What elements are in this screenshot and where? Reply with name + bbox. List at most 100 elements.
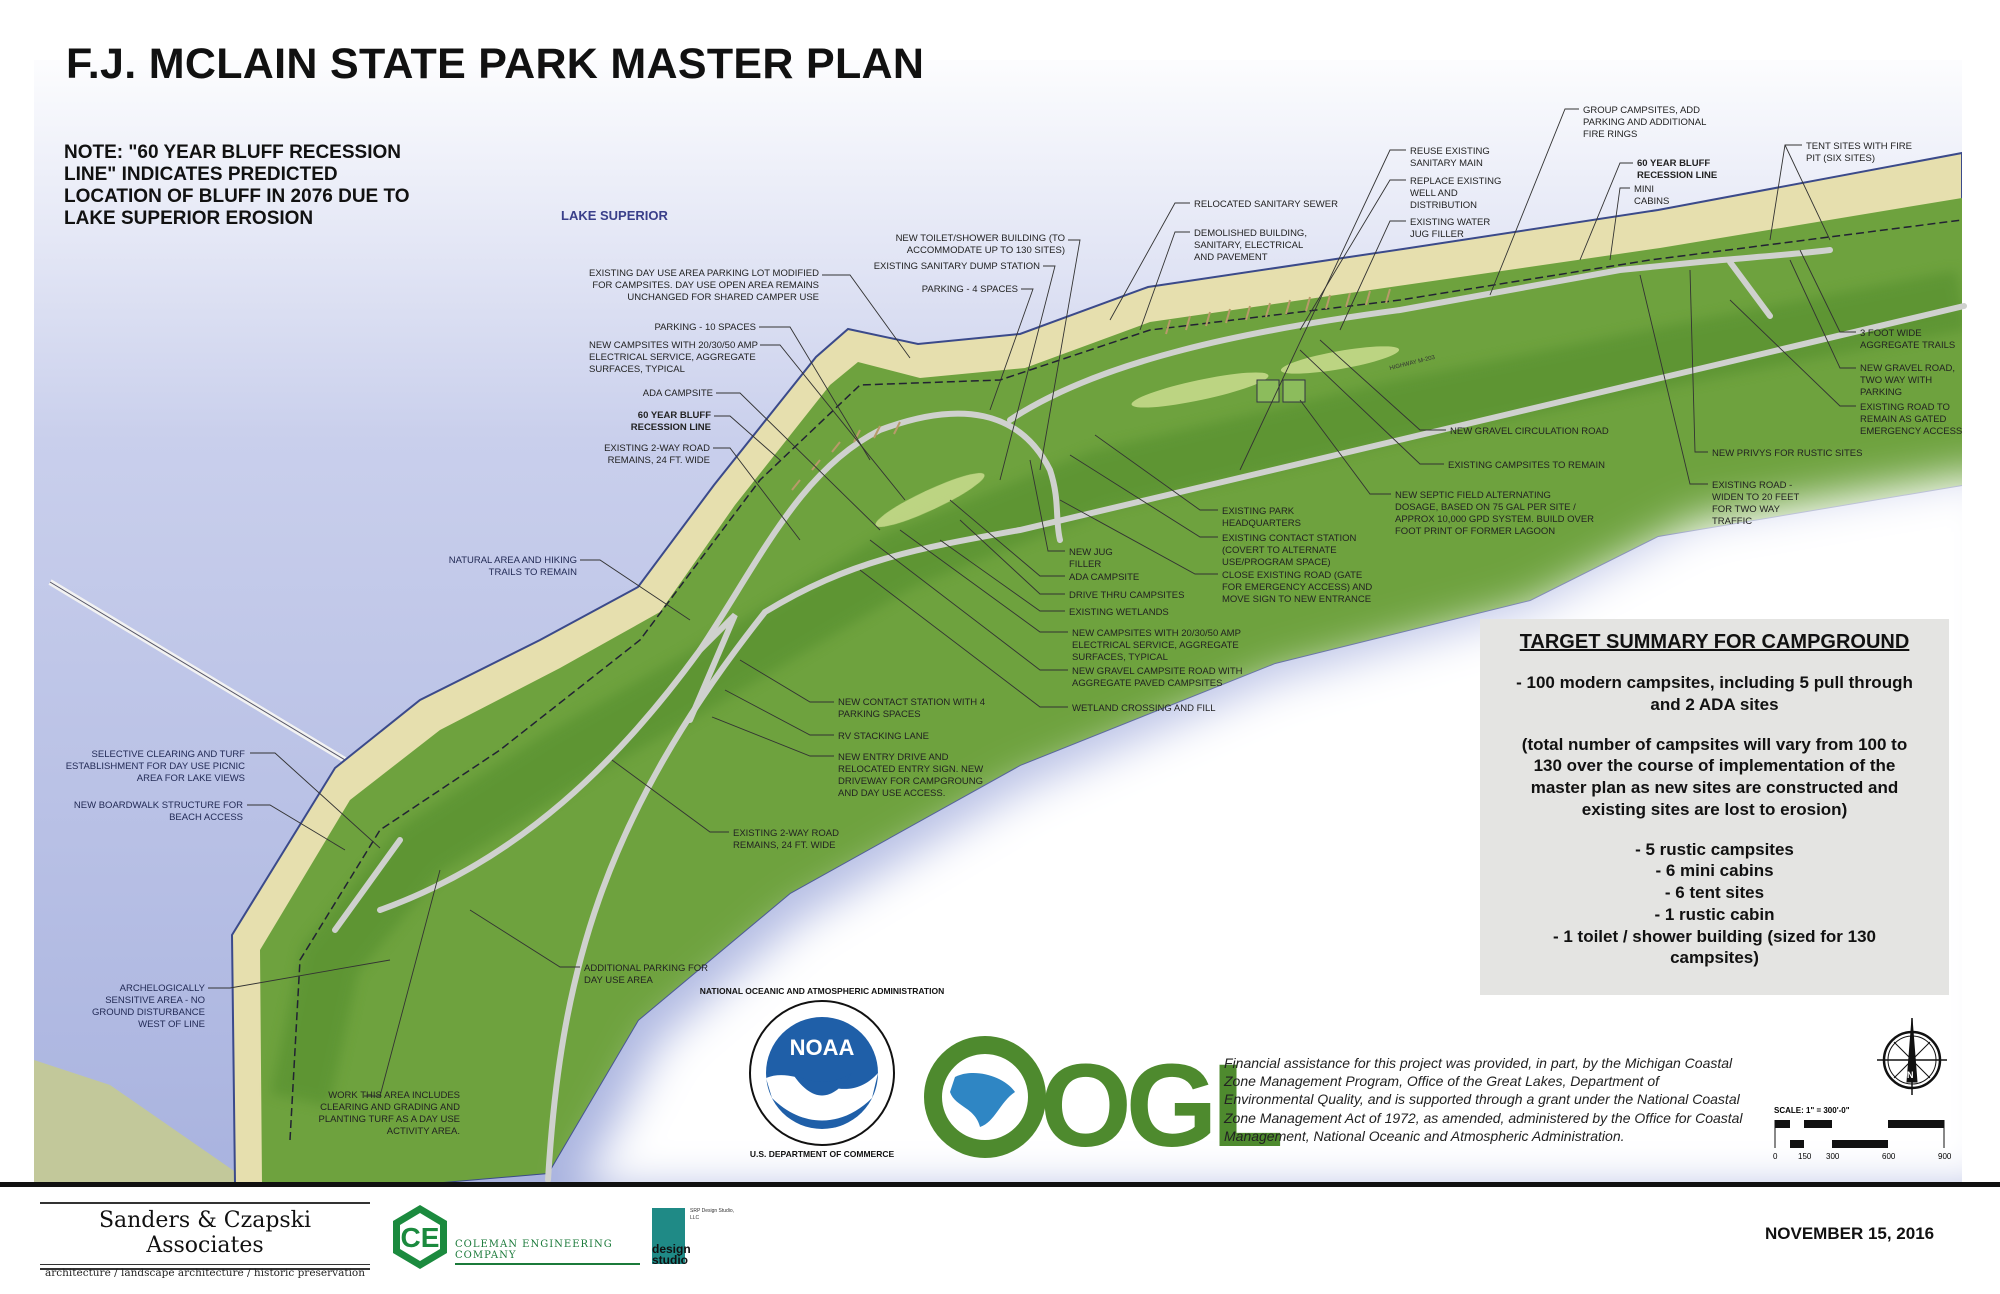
srp-design-studio-logo: design studio: [652, 1208, 691, 1266]
bluff-recession-line: [289, 219, 1963, 1141]
map-label: Natural area and hiking trails to remain: [448, 555, 577, 578]
map-label: New privys for rustic sites: [1712, 448, 1863, 459]
svg-text:CE: CE: [401, 1222, 440, 1253]
summary-item: - 6 tent sites: [1664, 883, 1765, 902]
coleman-engineering-logo: CE: [393, 1205, 447, 1269]
map-label: New entry drive and relocated entry sign…: [838, 752, 984, 799]
map-label: Reuse existing sanitary main: [1410, 146, 1490, 169]
map-label: Existing contact station (covert to alte…: [1222, 533, 1357, 568]
map-label: Existing campsites to remain: [1448, 460, 1605, 471]
map-label: ADA campsite: [642, 388, 713, 399]
sca-name: Sanders & Czapski Associates: [98, 1208, 312, 1258]
map-label: ADA campsite: [1069, 572, 1140, 583]
map-label: Additional parking for day use area: [584, 963, 709, 986]
srp-word: design studio: [652, 1242, 691, 1268]
ogl-logo-text: OGL: [1040, 1040, 1284, 1172]
map-label: Demolished building, sanitary, electrica…: [1194, 228, 1307, 263]
map-label: Existing park headquarters: [1222, 506, 1302, 529]
scale-tick: 0: [1773, 1152, 1778, 1161]
scale-tick: 900: [1938, 1152, 1952, 1161]
scale-bar: [1774, 1120, 1945, 1148]
map-label: Replace existing well and distribution: [1410, 176, 1502, 211]
map-label: New gravel circulation road: [1450, 426, 1609, 437]
noaa-logo: NOAA: [749, 1000, 895, 1146]
summary-item: - 1 toilet / shower building (sized for …: [1552, 926, 1877, 968]
summary-item: - 6 mini cabins: [1655, 861, 1774, 881]
roads: [332, 247, 1967, 1183]
map-label: Close existing road (gate for emergency …: [1222, 570, 1373, 605]
map-label: Drive thru campsites: [1069, 590, 1185, 601]
north-arrow-icon: [1877, 1017, 1947, 1095]
map-label: New contact station with 4 parking space…: [838, 697, 986, 720]
map-label: Existing sanitary dump station: [873, 261, 1040, 272]
map-label: New gravel road, two way with parking: [1860, 363, 1956, 398]
footer-divider: [0, 1182, 2000, 1187]
scale-label: SCALE: 1" = 300'-0": [1774, 1106, 1850, 1115]
map-label: Existing day use area parking lot modifi…: [589, 268, 819, 303]
map-label: Existing water jug filler: [1410, 217, 1491, 240]
map-label: New gravel campsite road with aggregate …: [1072, 666, 1243, 689]
map-label: New septic field alternating dosage, bas…: [1395, 490, 1595, 537]
map-label: Group campsites, add parking and additio…: [1583, 105, 1707, 140]
entry-drive: [687, 612, 738, 723]
campground-circulation-road: [1007, 247, 1833, 423]
noaa-center-text: NOAA: [790, 1035, 855, 1060]
srp-name: SRP Design Studio, LLC: [690, 1208, 735, 1221]
park-land: [260, 198, 1962, 1184]
summary-item: - 5 rustic campsites: [1635, 839, 1794, 859]
map-label: New boardwalk structure for beach access: [73, 800, 243, 823]
park-entry-road: [377, 410, 1063, 913]
wetlands: [875, 346, 1400, 527]
noaa-ring-top: NATIONAL OCEANIC AND ATMOSPHERIC ADMINIS…: [699, 986, 945, 996]
plan-date: NOVEMBER 15, 2016: [1765, 1224, 1935, 1243]
map-label: Mini cabins: [1634, 184, 1670, 207]
ogl-great-lakes-icon: [924, 1036, 1046, 1158]
coleman-engineering-name: COLEMAN ENGINEERING COMPANY: [455, 1239, 640, 1265]
map-label: 60 year bluff recession line: [630, 410, 711, 433]
map-label: Wetland crossing and fill: [1072, 703, 1216, 714]
summary-item: - 1 rustic cabin: [1654, 904, 1775, 924]
map-label: Existing road - widen to 20 feet for two…: [1712, 480, 1800, 527]
scale-tick: 300: [1826, 1152, 1840, 1161]
campground-summary-box: TARGET SUMMARY FOR CAMPGROUND - 100 mode…: [1480, 619, 1949, 995]
map-label: Existing road to remain as gated emergen…: [1860, 402, 1963, 437]
sanders-czapski-logo: Sanders & Czapski Associates architectur…: [40, 1202, 370, 1279]
compass-n: N: [1907, 1070, 1914, 1080]
day-use-lot: [332, 837, 403, 933]
noaa-ring-bottom: U.S. DEPARTMENT OF COMMERCE: [749, 1149, 895, 1159]
map-label: New campsites with 20/30/50 amp electric…: [589, 340, 758, 375]
map-label: Parking - 4 spaces: [921, 284, 1018, 295]
summary-list: - 5 rustic campsites - 6 mini cabins - 6…: [1480, 839, 1949, 970]
sca-subtitle: architecture / landscape architecture / …: [40, 1264, 370, 1279]
summary-heading: TARGET SUMMARY FOR CAMPGROUND: [1519, 631, 1910, 653]
summary-modern-sites: - 100 modern campsites, including 5 pull…: [1516, 673, 1913, 714]
bluff-note: NOTE: "60 YEAR BLUFF RECESSION LINE" IND…: [64, 142, 410, 229]
map-label: Selective clearing and turf establishmen…: [65, 749, 245, 784]
scale-tick: 600: [1882, 1152, 1896, 1161]
leader-lines: [208, 108, 1856, 1097]
page-title: F.J. MCLAIN STATE PARK MASTER PLAN: [66, 40, 925, 88]
map-label: 3 foot wide aggregate trails: [1860, 328, 1956, 351]
map-label: Relocated sanitary sewer: [1194, 199, 1338, 210]
summary-note: (total number of campsites will vary fro…: [1521, 734, 1908, 819]
map-label: New toilet/shower building (to accommoda…: [895, 233, 1065, 256]
map-label: Parking - 10 spaces: [654, 322, 756, 333]
funding-acknowledgement: Financial assistance for this project wa…: [1224, 1055, 1743, 1144]
map-label: Existing 2-way road remains, 24 ft. wide: [604, 443, 710, 466]
map-label: Tent sites with fire pit (six sites): [1806, 141, 1912, 164]
map-label: Existing wetlands: [1069, 607, 1169, 618]
map-label: Archelogically sensitive area - no groun…: [92, 983, 205, 1030]
emergency-access-road: [1727, 259, 1773, 319]
map-label: Existing 2-way road remains, 24 ft. wide: [733, 828, 839, 851]
map-label: RV stacking lane: [838, 731, 929, 742]
map-label: New campsites with 20/30/50 amp electric…: [1072, 628, 1241, 663]
septic-field: [1256, 379, 1280, 403]
highway-m203: [545, 303, 1967, 1183]
map-label: 60 year bluff recession line: [1637, 158, 1718, 181]
west-shore: [34, 1060, 250, 1182]
map-label: Work this area includes clearing and gra…: [318, 1090, 461, 1137]
map-label: New jug filler: [1069, 547, 1113, 570]
scale-tick: 150: [1798, 1152, 1812, 1161]
lake-label: LAKE SUPERIOR: [561, 208, 668, 223]
